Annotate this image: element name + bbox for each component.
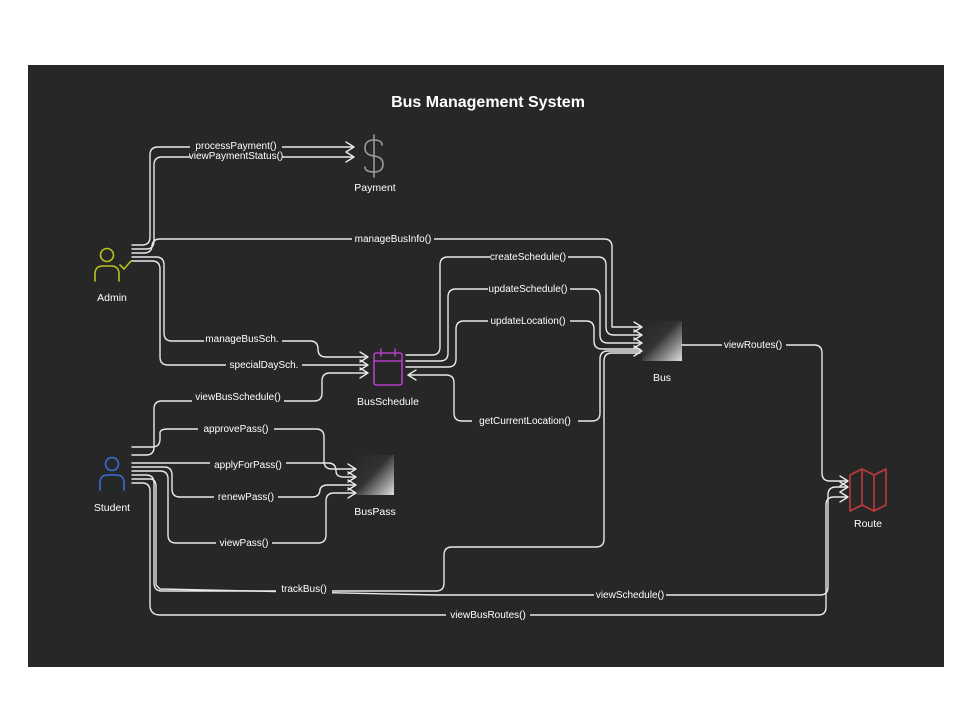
user-icon	[99, 456, 125, 491]
diagram-title: Bus Management System	[391, 94, 585, 111]
edge-create-schedule	[405, 256, 641, 356]
label-update-location: updateLocation()	[490, 316, 565, 327]
label-create-schedule: createSchedule()	[490, 252, 566, 263]
edge-process-payment	[131, 146, 354, 246]
edge-apply-for-pass	[131, 462, 355, 478]
edge-manage-bus-info	[131, 238, 641, 328]
admin-label: Admin	[97, 292, 127, 304]
edge-view-bus-schedule	[131, 372, 367, 456]
edge-special-day-sch	[131, 260, 367, 366]
node-payment[interactable]: Payment	[354, 134, 396, 194]
buspass-label: BusPass	[354, 506, 395, 518]
blank-shaded-icon	[356, 455, 394, 495]
arrowhead	[407, 369, 417, 381]
edge-track-bus	[131, 352, 641, 592]
label-renew-pass: renewPass()	[218, 492, 274, 503]
label-update-schedule: updateSchedule()	[489, 284, 568, 295]
arrowhead	[359, 359, 369, 371]
label-view-bus-schedule: viewBusSchedule()	[195, 392, 281, 403]
arrowhead	[359, 367, 369, 379]
label-special-day-sch: specialDaySch.	[230, 360, 299, 371]
arrowhead	[839, 481, 849, 493]
node-bus[interactable]: Bus	[642, 321, 682, 384]
edge-labels: processPayment() viewPaymentStatus() man…	[189, 139, 786, 621]
node-buspass[interactable]: BusPass	[354, 455, 396, 518]
blank-shaded-icon	[642, 321, 682, 361]
edge-manage-bus-sch	[131, 256, 367, 358]
student-label: Student	[94, 502, 130, 514]
label-view-schedule: viewSchedule()	[596, 590, 664, 601]
dollar-icon	[364, 134, 384, 178]
edge-view-routes	[681, 344, 847, 482]
edge-view-schedule	[131, 478, 847, 596]
node-student[interactable]: Student	[94, 456, 130, 515]
busschedule-label: BusSchedule	[357, 396, 419, 408]
map-icon	[849, 468, 887, 512]
edge-get-current-location	[407, 350, 641, 422]
user-check-icon	[94, 247, 132, 282]
arrowhead	[839, 491, 849, 503]
calendar-icon	[373, 348, 403, 386]
diagram-canvas: Bus Management System	[28, 65, 944, 667]
label-get-current-location: getCurrentLocation()	[479, 416, 571, 427]
label-view-routes: viewRoutes()	[724, 340, 782, 351]
edge-update-location	[405, 320, 641, 368]
label-manage-bus-sch: manageBusSch.	[205, 334, 278, 345]
label-apply-for-pass: applyForPass()	[214, 460, 282, 471]
node-route[interactable]: Route	[849, 468, 887, 530]
bus-label: Bus	[653, 372, 671, 384]
edge-view-payment-status	[131, 156, 354, 250]
arrowhead	[345, 141, 355, 153]
label-view-pass: viewPass()	[220, 538, 269, 549]
arrowhead	[345, 151, 355, 163]
label-process-payment: processPayment()	[195, 141, 276, 152]
payment-label: Payment	[354, 182, 396, 194]
label-view-payment-status: viewPaymentStatus()	[189, 151, 283, 162]
node-admin[interactable]: Admin	[94, 247, 132, 305]
route-label: Route	[854, 518, 882, 530]
node-busschedule[interactable]: BusSchedule	[357, 348, 419, 408]
label-approve-pass: approvePass()	[203, 424, 268, 435]
label-track-bus: trackBus()	[281, 584, 327, 595]
diagram-svg: Bus Management System	[94, 94, 887, 621]
label-view-bus-routes: viewBusRoutes()	[450, 610, 526, 621]
arrowheads	[345, 141, 849, 503]
arrowhead	[359, 351, 369, 363]
edge-view-pass	[131, 470, 355, 544]
label-manage-bus-info: manageBusInfo()	[355, 234, 432, 245]
